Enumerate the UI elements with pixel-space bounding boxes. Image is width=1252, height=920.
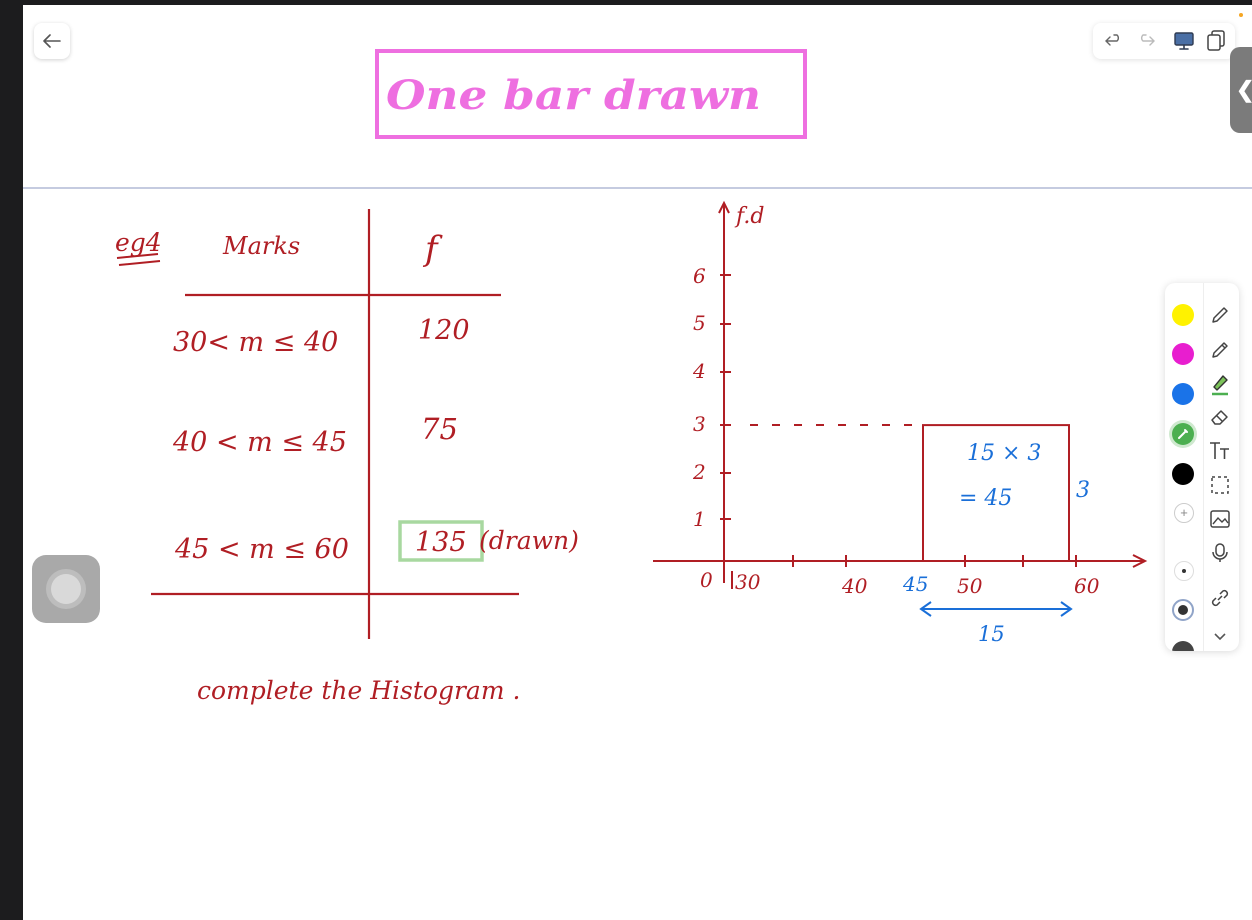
stroke-size-large[interactable] — [1172, 641, 1194, 651]
panel-separator — [1203, 283, 1204, 651]
histogram-chart: f.d 0 1 2 3 4 5 6 30 40 45 50 60 — [653, 200, 1148, 646]
width-arrow — [919, 601, 1073, 617]
left-bezel — [0, 0, 23, 920]
table-row-2-marks: 40 < m ≤ 45 — [172, 427, 347, 458]
pencil-check-icon — [1178, 429, 1188, 439]
x-axis-arrow — [1132, 554, 1148, 568]
redo-button[interactable] — [1135, 31, 1157, 51]
text-tool-button[interactable] — [1207, 438, 1233, 464]
pencil-icon — [1212, 342, 1228, 358]
microphone-icon — [1212, 543, 1228, 562]
selection-tool-button[interactable] — [1207, 472, 1233, 498]
page-divider — [23, 187, 1252, 189]
chevron-down-icon — [1214, 633, 1226, 641]
undo-icon — [1105, 34, 1119, 46]
link-icon — [1211, 589, 1229, 607]
page-title: One bar drawn — [386, 72, 761, 119]
x-tick-label-60: 60 — [1074, 574, 1100, 598]
copy-pages-icon — [1207, 30, 1225, 51]
stroke-dot-medium — [1178, 605, 1188, 615]
collapse-panel-button[interactable]: ❮ — [1230, 47, 1252, 133]
image-tool-button[interactable] — [1207, 506, 1233, 532]
whiteboard-canvas[interactable]: ❮ One bar drawn eg4 Marks f 30< m ≤ 40 1… — [23, 5, 1252, 920]
pen-tool-panel: + — [1165, 283, 1239, 651]
bar-width-label: 15 — [978, 622, 1005, 646]
area-calculation-1: 15 × 3 — [967, 441, 1041, 466]
y-tick-label-3: 3 — [693, 412, 706, 436]
assistive-touch-button[interactable] — [32, 555, 100, 623]
color-swatch-green-selected[interactable] — [1172, 423, 1194, 445]
present-button[interactable] — [1173, 31, 1195, 51]
highlighter-tool-button[interactable] — [1207, 371, 1233, 397]
color-swatch-black[interactable] — [1172, 463, 1194, 485]
monitor-icon — [1174, 32, 1194, 50]
stroke-size-medium-selected[interactable] — [1172, 599, 1194, 621]
highlight-box — [398, 520, 484, 562]
x-tick-label-50: 50 — [957, 574, 983, 598]
table-row-3-marks: 45 < m ≤ 60 — [174, 534, 349, 565]
text-icon — [1210, 442, 1229, 459]
top-toolbar — [1093, 23, 1235, 59]
y-tick-label-1: 1 — [693, 507, 706, 531]
image-icon — [1210, 510, 1230, 528]
x-tick-label-45: 45 — [902, 572, 928, 596]
stroke-size-small[interactable] — [1174, 561, 1194, 581]
add-color-button[interactable]: + — [1174, 503, 1194, 523]
top-bar — [0, 0, 1252, 5]
stroke-dot-small — [1182, 569, 1186, 573]
notification-dot — [1239, 13, 1243, 17]
column-header-marks: Marks — [222, 232, 300, 260]
pages-button[interactable] — [1205, 30, 1227, 51]
instruction-text: complete the Histogram . — [197, 676, 520, 705]
color-swatch-magenta[interactable] — [1172, 343, 1194, 365]
chevron-left-icon: ❮ — [1236, 77, 1252, 103]
x-tick-label-30: 30 — [735, 570, 761, 594]
y-tick-label-2: 2 — [692, 460, 706, 484]
y-tick-label-4: 4 — [692, 359, 706, 383]
arrow-left-icon — [43, 34, 61, 48]
eraser-icon — [1211, 410, 1228, 425]
example-underline — [116, 253, 161, 266]
back-button[interactable] — [34, 23, 70, 59]
handwriting-layer: One bar drawn eg4 Marks f 30< m ≤ 40 120… — [115, 49, 1148, 705]
origin-label: 0 — [700, 568, 713, 592]
histogram-bar — [922, 424, 1070, 562]
title-box — [375, 49, 807, 139]
color-swatch-yellow[interactable] — [1172, 304, 1194, 326]
pen-icon — [1212, 307, 1228, 323]
y-axis-label: f.d — [734, 204, 764, 229]
y-tick-label-6: 6 — [693, 264, 706, 288]
example-label: eg4 — [115, 228, 162, 257]
microphone-tool-button[interactable] — [1207, 540, 1233, 566]
table-row-1-f: 120 — [418, 315, 470, 346]
y-axis-arrow — [718, 200, 730, 214]
pen-tool-button[interactable] — [1207, 302, 1233, 328]
highlighter-icon — [1212, 375, 1228, 396]
color-swatch-blue[interactable] — [1172, 383, 1194, 405]
area-calculation-2: = 45 — [959, 486, 1012, 511]
more-tools-button[interactable] — [1207, 623, 1233, 649]
column-header-f: f — [422, 229, 443, 269]
table-row-3-f: 135 — [415, 527, 467, 558]
link-tool-button[interactable] — [1207, 585, 1233, 611]
eraser-tool-button[interactable] — [1207, 404, 1233, 430]
table-row-1-marks: 30< m ≤ 40 — [173, 327, 338, 358]
pencil-tool-button[interactable] — [1207, 337, 1233, 363]
undo-button[interactable] — [1103, 31, 1125, 51]
drawn-note: (drawn) — [479, 526, 579, 555]
table-row-2-f: 75 — [421, 412, 458, 446]
x-tick-label-40: 40 — [841, 574, 868, 598]
lasso-select-icon — [1211, 476, 1229, 494]
y-tick-label-5: 5 — [693, 311, 706, 335]
redo-icon — [1141, 34, 1155, 46]
assistive-touch-icon — [51, 574, 81, 604]
bar-height-label: 3 — [1076, 478, 1090, 503]
